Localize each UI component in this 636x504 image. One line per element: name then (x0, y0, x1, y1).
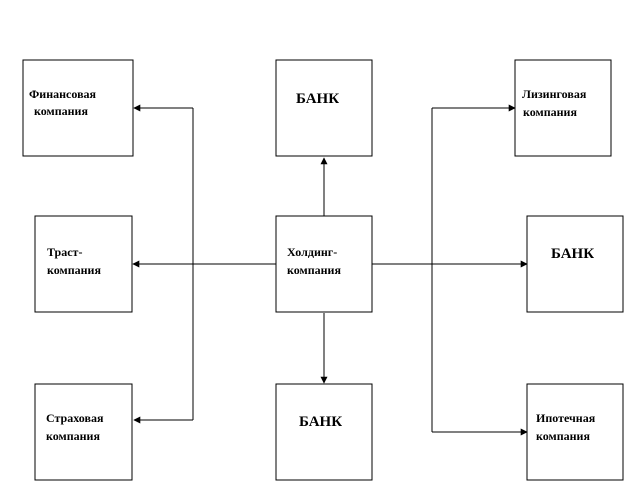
node-trust-line1: Траст- (47, 245, 82, 259)
node-bank-right: БАНК (526, 215, 624, 313)
node-leasing-line2: компания (523, 105, 577, 119)
node-holding: Холдинг- компания (275, 215, 373, 313)
svg-text:БАНК: БАНК (296, 91, 339, 107)
node-insurance-line2: компания (46, 429, 100, 443)
node-insurance-line1: Страховая (46, 411, 104, 425)
svg-text:компания: компания (47, 263, 101, 277)
node-bank-right-label: БАНК (551, 246, 594, 262)
svg-text:БАНК: БАНК (551, 246, 594, 262)
node-mortgage-line2: компания (536, 429, 590, 443)
node-holding-line2: компания (287, 263, 341, 277)
svg-text:компания: компания (536, 429, 590, 443)
node-bank-top-label: БАНК (296, 91, 339, 107)
svg-text:компания: компания (287, 263, 341, 277)
node-trust: Траст- компания (34, 215, 133, 313)
svg-text:компания: компания (523, 105, 577, 119)
node-leasing-line1: Лизинговая (522, 87, 587, 101)
node-mortgage-line1: Ипотечная (536, 411, 596, 425)
svg-text:компания: компания (34, 104, 88, 118)
svg-text:БАНК: БАНК (299, 414, 342, 430)
node-bank-bottom-label: БАНК (299, 414, 342, 430)
node-leasing: Лизинговая компания (514, 59, 612, 157)
node-finance-line1: Финансовая (29, 87, 97, 101)
svg-text:Ипотечная: Ипотечная (536, 411, 596, 425)
node-finance: Финансовая компания (22, 59, 134, 157)
connectors (132, 104, 528, 436)
node-bank-bottom: БАНК (275, 383, 373, 481)
node-holding-line1: Холдинг- (287, 245, 337, 259)
svg-text:Финансовая: Финансовая (29, 87, 97, 101)
svg-text:Траст-: Траст- (47, 245, 82, 259)
node-bank-top: БАНК (275, 59, 373, 157)
node-mortgage: Ипотечная компания (526, 383, 624, 481)
node-finance-line2: компания (34, 104, 88, 118)
svg-text:Холдинг-: Холдинг- (287, 245, 337, 259)
node-trust-line2: компания (47, 263, 101, 277)
svg-text:компания: компания (46, 429, 100, 443)
svg-text:Страховая: Страховая (46, 411, 104, 425)
svg-text:Лизинговая: Лизинговая (522, 87, 587, 101)
node-insurance: Страховая компания (34, 383, 133, 481)
